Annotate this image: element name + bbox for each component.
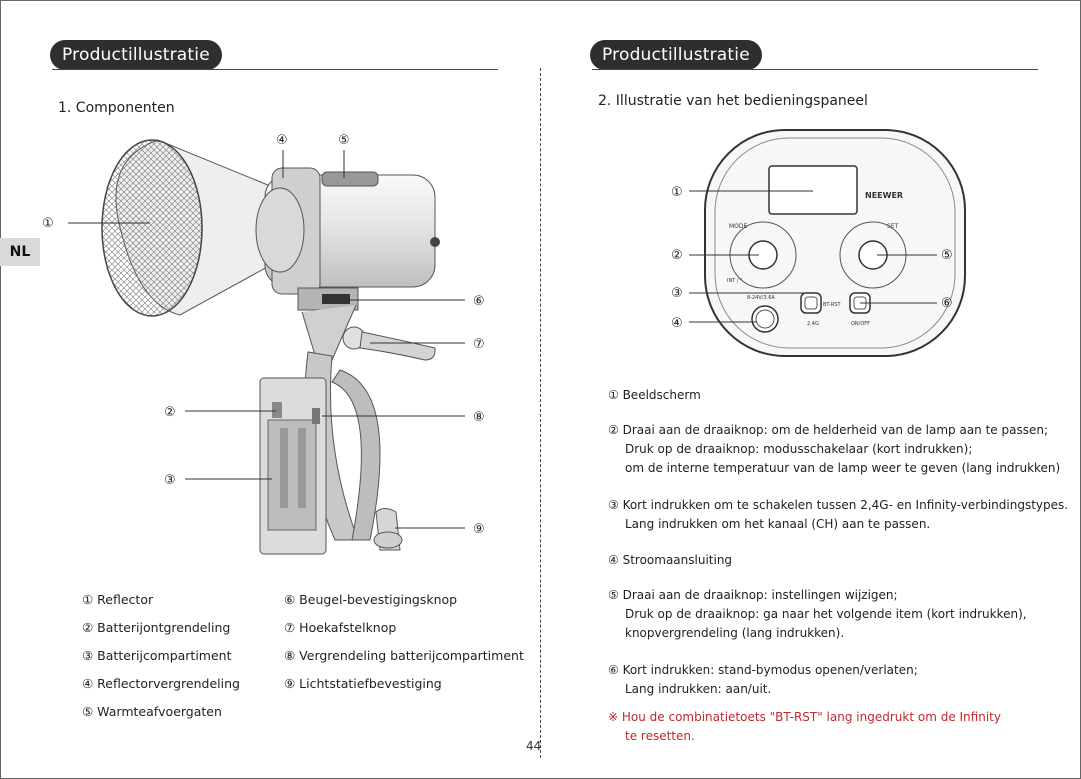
control-panel-illustration: NEEWER MODE SET INT / ° 8-24V/3.6A BT-RS… xyxy=(671,129,966,357)
callout-9: ⑨ xyxy=(473,522,485,537)
panel-callout-1: ① xyxy=(671,185,683,200)
legend-reflector: ① Reflector xyxy=(82,592,154,607)
panel-callout-3: ③ xyxy=(671,286,683,301)
callout-6: ⑥ xyxy=(473,294,485,309)
stand-knob xyxy=(373,508,403,551)
callout-numbers: ① ② ③ ④ ⑤ ⑥ ⑦ ⑧ ⑨ xyxy=(42,133,485,537)
callout-5: ⑤ xyxy=(338,133,350,148)
battery-plate xyxy=(259,377,327,555)
callout-3: ③ xyxy=(164,473,176,488)
mode-bottom-label: INT / ° xyxy=(727,278,743,284)
legend-battery-compartment: ③ Batterijcompartiment xyxy=(82,648,232,663)
label-onoff: ON/OFF xyxy=(851,321,870,327)
reflector xyxy=(101,139,281,317)
desc-power-button: ⑥ Kort indrukken: stand-bymodus openen/v… xyxy=(608,663,918,696)
light-illustration: ① ② ③ ④ ⑤ ⑥ ⑦ ⑧ ⑨ xyxy=(42,133,485,555)
legend-reflector-lock: ④ Reflectorvergrendeling xyxy=(82,676,240,691)
desc-connection-button: ③ Kort indrukken om te schakelen tussen … xyxy=(608,498,1069,531)
desc-power-port: ④ Stroomaansluiting xyxy=(608,553,733,567)
panel-callout-4: ④ xyxy=(671,316,683,331)
set-label: SET xyxy=(887,223,899,230)
language-tab: NL xyxy=(0,238,40,266)
brand-logo: NEEWER xyxy=(865,191,903,200)
page-number: 44 xyxy=(526,739,542,753)
components-heading: 1. Componenten xyxy=(58,100,175,116)
panel-heading: 2. Illustratie van het bedieningspaneel xyxy=(598,93,868,109)
callout-7: ⑦ xyxy=(473,337,485,352)
section-title-right: Productillustratie xyxy=(590,40,762,70)
label-24g: 2.4G xyxy=(807,321,819,327)
legend-angle-knob: ⑦ Hoekafstelknop xyxy=(284,620,397,635)
callout-2: ② xyxy=(164,405,176,420)
legend-bracket-knob: ⑥ Beugel-bevestigingsknop xyxy=(284,592,458,607)
legend-compartment-lock: ⑧ Vergrendeling batterijcompartiment xyxy=(284,648,524,663)
title-rule-right xyxy=(592,69,1038,70)
power-label: 8-24V/3.6A xyxy=(747,295,775,301)
panel-callout-6: ⑥ xyxy=(941,296,953,311)
callout-lines xyxy=(68,150,465,529)
desc-set-knob: ⑤ Draai aan de draaiknop: instellingen w… xyxy=(608,588,1027,640)
mode-label: MODE xyxy=(729,223,748,230)
callout-4: ④ xyxy=(276,133,288,148)
page-divider xyxy=(540,68,541,758)
legend-heat-vents: ⑤ Warmteafvoergaten xyxy=(82,704,222,719)
reset-note: ※ Hou de combinatietoets "BT-RST" lang i… xyxy=(608,710,1001,743)
bt-label: BT-RST xyxy=(823,302,841,308)
legend-stand-mount: ⑨ Lichtstatiefbevestiging xyxy=(284,676,442,691)
desc-mode-knob: ② Draai aan de draaiknop: om de helderhe… xyxy=(608,423,1061,475)
panel-callout-2: ② xyxy=(671,248,683,263)
desc-display: ① Beeldscherm xyxy=(608,388,701,402)
section-title-left: Productillustratie xyxy=(50,40,222,70)
legend-battery-release: ② Batterijontgrendeling xyxy=(82,620,231,635)
callout-1: ① xyxy=(42,216,54,231)
callout-8: ⑧ xyxy=(473,410,485,425)
title-rule-left xyxy=(52,69,498,70)
panel-callout-5: ⑤ xyxy=(941,248,953,263)
lamp-head xyxy=(255,167,440,295)
